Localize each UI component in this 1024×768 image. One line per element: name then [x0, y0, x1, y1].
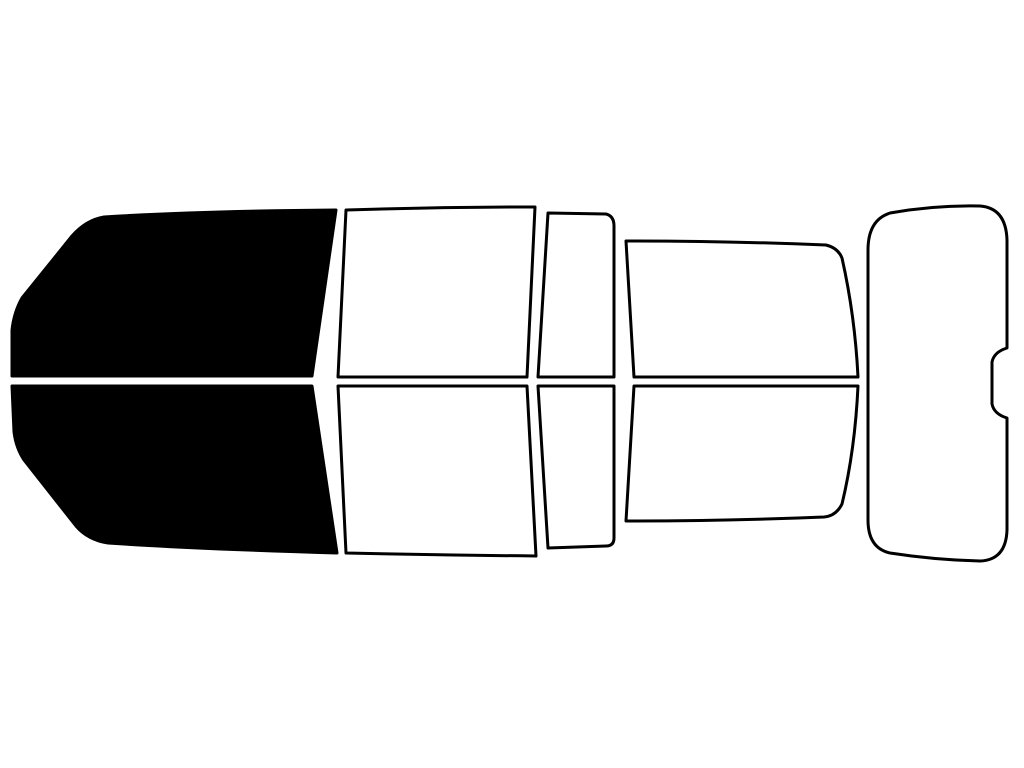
- front-windshield-lower-half[interactable]: [10, 384, 339, 555]
- rear-window[interactable]: [866, 204, 1009, 563]
- roof-panel-lower[interactable]: [624, 384, 860, 523]
- rear-door-window-upper[interactable]: [536, 211, 616, 379]
- front-door-window-upper[interactable]: [336, 205, 537, 379]
- front-windshield-upper-half[interactable]: [10, 208, 338, 378]
- roof-panel-upper[interactable]: [624, 239, 860, 379]
- rear-door-window-lower[interactable]: [536, 384, 616, 550]
- front-door-window-lower[interactable]: [336, 384, 538, 558]
